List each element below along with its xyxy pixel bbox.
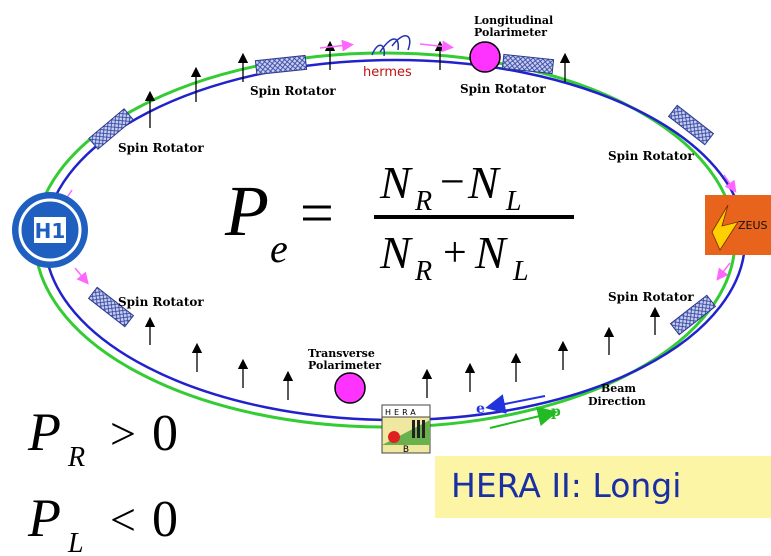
h1-logo: H1 <box>12 192 88 268</box>
inequality-pl-value: 0 <box>152 491 178 548</box>
hera-ii-banner-text: HERA II: Longi <box>451 466 682 505</box>
hera-b-logo: HERA B <box>381 404 431 455</box>
inequality-pr-sub: R <box>67 442 85 473</box>
electron-direction-arrow <box>485 394 546 414</box>
inequality-pl-sub: L <box>67 528 84 556</box>
inequality-pl: P L < 0 <box>27 488 178 556</box>
inequality-pl-symbol: P <box>27 488 61 548</box>
zeus-logo-text: ZEUS <box>738 219 768 232</box>
label-spin-rotator-top-left: Spin Rotator <box>250 84 336 98</box>
inequality-pr-symbol: P <box>27 402 61 462</box>
spin-arrows <box>144 40 661 400</box>
h1-logo-text: H1 <box>35 219 66 243</box>
label-spin-rotator-top-right: Spin Rotator <box>460 82 546 96</box>
spin-rotator-block-left-lower <box>87 286 135 328</box>
longitudinal-polarimeter <box>469 41 501 73</box>
label-longitudinal-polarimeter-line1: Longitudinal <box>474 14 553 27</box>
hera-b-top-text: HERA <box>385 408 419 417</box>
spin-rotator-block-top-left <box>254 54 308 76</box>
formula-lhs-subscript: e <box>270 226 288 271</box>
label-spin-rotator-right-lower: Spin Rotator <box>608 290 694 304</box>
hera-ii-banner: HERA II: Longi <box>435 456 771 518</box>
formula-fraction-bar <box>374 215 574 219</box>
inequality-pl-relation: < <box>110 494 136 545</box>
hera-b-bottom-text: B <box>403 445 409 455</box>
formula-denominator-a: N <box>379 227 413 278</box>
formula-numerator-b-sub: L <box>505 186 522 217</box>
label-spin-rotator-right-upper: Spin Rotator <box>608 149 694 163</box>
label-spin-rotator-left-upper: Spin Rotator <box>118 141 204 155</box>
hermes-logo: hermes <box>363 35 412 80</box>
electron-label: e <box>476 401 485 417</box>
formula-numerator-b: N <box>467 157 501 208</box>
spin-rotator-block-right-upper <box>667 104 715 146</box>
formula-denominator-b-sub: L <box>512 256 529 287</box>
label-transverse-polarimeter-line2: Polarimeter <box>308 359 381 372</box>
zeus-logo: ZEUS <box>705 195 771 255</box>
transverse-polarimeter <box>334 372 366 404</box>
hermes-label: hermes <box>363 65 412 80</box>
proton-label: p <box>551 404 561 420</box>
spin-rotator-block-left-upper <box>88 108 134 150</box>
formula-numerator-op: − <box>440 157 465 206</box>
inequality-pr: P R > 0 <box>27 402 178 473</box>
formula-denominator-a-sub: R <box>414 256 432 287</box>
formula-numerator-a: N <box>379 157 413 208</box>
label-beam-direction-line2: Direction <box>588 395 646 408</box>
formula-equals: = <box>300 180 334 246</box>
inequality-pr-relation: > <box>110 408 136 459</box>
inequality-pr-value: 0 <box>152 405 178 462</box>
formula-denominator-b: N <box>474 227 508 278</box>
label-longitudinal-polarimeter-line2: Polarimeter <box>474 26 547 39</box>
spin-rotator-block-right-lower <box>669 294 717 336</box>
formula-numerator-a-sub: R <box>414 186 432 217</box>
spin-rotator-block-top-right <box>501 53 555 75</box>
label-spin-rotator-left-lower: Spin Rotator <box>118 295 204 309</box>
formula-lhs-symbol: P <box>224 171 269 251</box>
label-transverse-polarimeter-line1: Transverse <box>308 347 375 360</box>
polarization-formula: P e = N R − N L N R + N L <box>224 157 574 287</box>
formula-denominator-op: + <box>443 230 467 276</box>
proton-direction-arrow <box>489 406 558 429</box>
label-beam-direction-line1: Beam <box>601 382 636 395</box>
